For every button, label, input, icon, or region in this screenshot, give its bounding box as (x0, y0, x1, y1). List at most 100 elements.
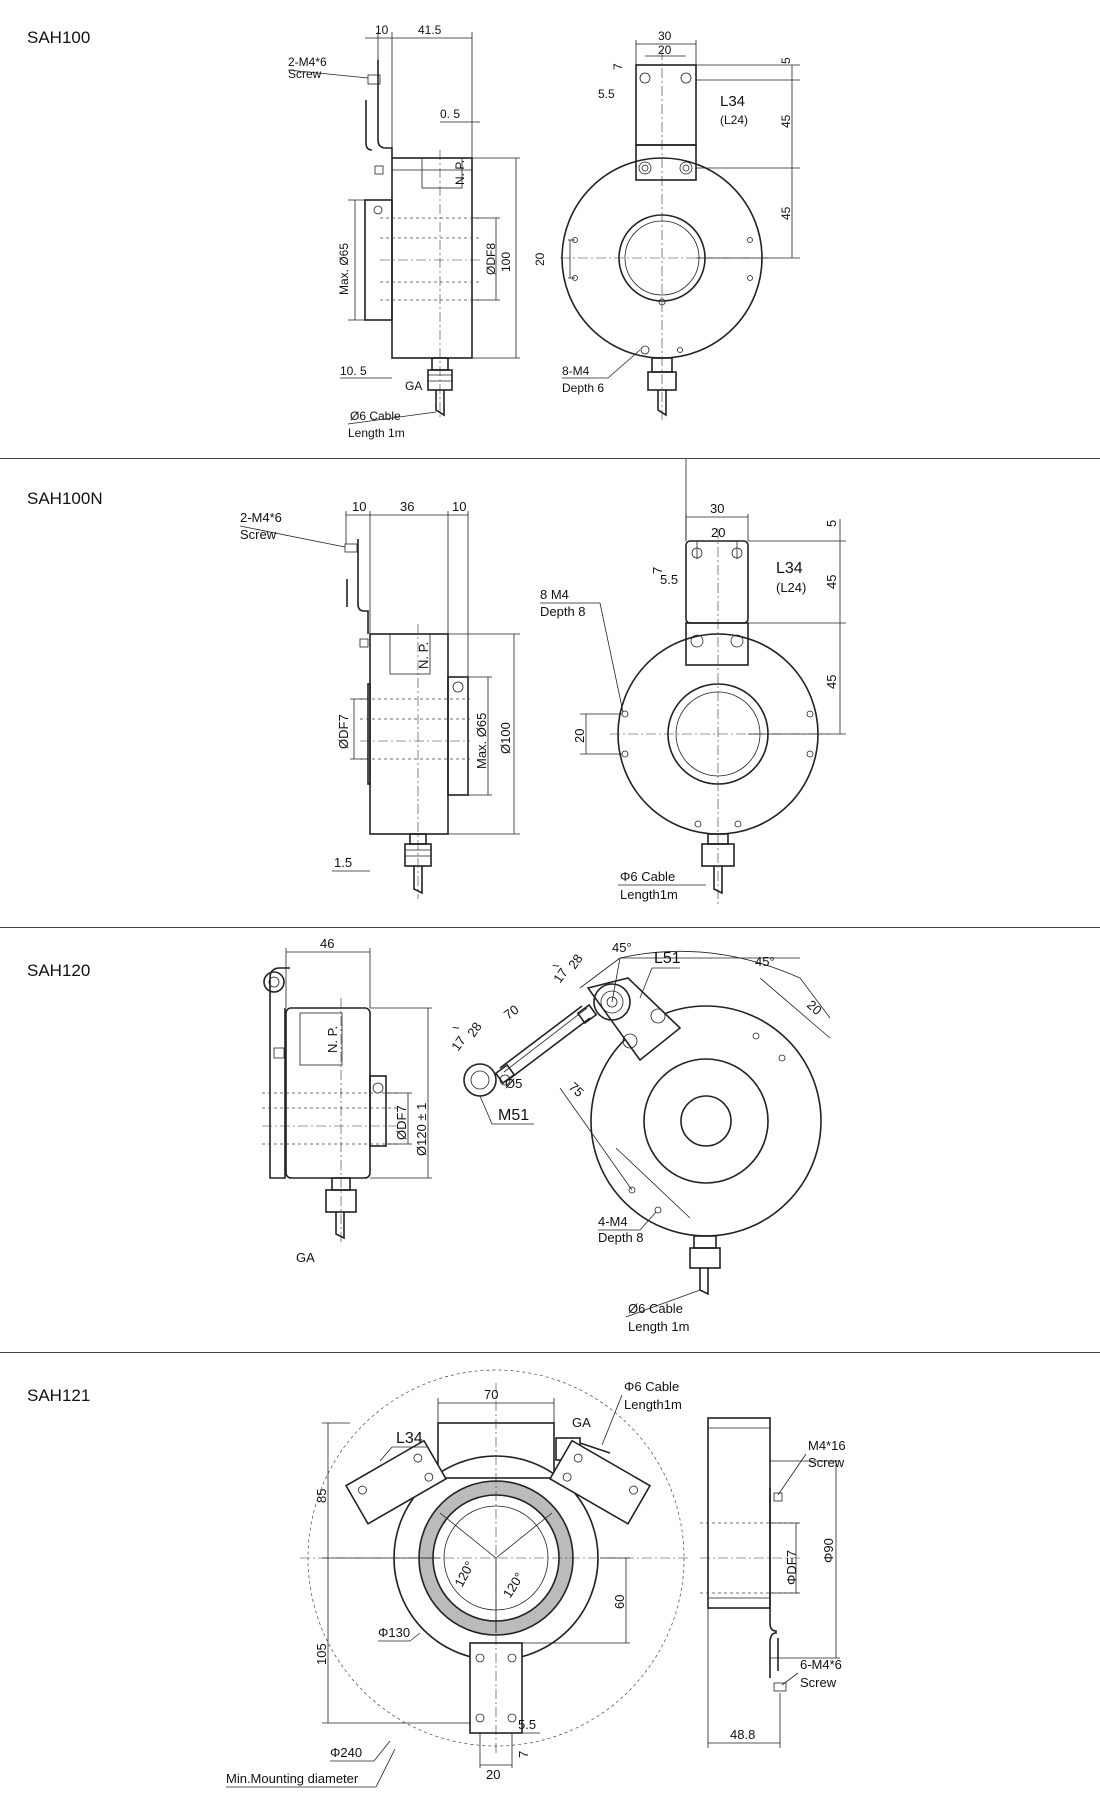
dim-df7: ØDF7 (394, 1105, 409, 1140)
dim-5-5: 5.5 (598, 87, 615, 101)
dim-5-5: 5.5 (660, 572, 678, 587)
sah121-side-view: Φ90 ΦDF7 M4*16 Screw 6-M4*6 Screw 48.8 (700, 1417, 846, 1748)
label-screw-2: Screw (240, 527, 277, 542)
section-sah121: SAH121 (0, 1353, 1100, 1800)
l34-label: L34 (776, 560, 803, 577)
sah100n-side-view: 2-M4*6 Screw 10 36 10 N. P. ØDF7 Max. Ø6… (239, 499, 520, 899)
dim-10-b: 10 (452, 499, 466, 514)
m51-label: M51 (498, 1107, 529, 1124)
tilde-b: ~ (452, 1020, 460, 1035)
dim-0-5: 0. 5 (440, 107, 460, 121)
dim-20: 20 (711, 525, 725, 540)
dim-df7: ΦDF7 (784, 1550, 799, 1585)
dim-5: 5 (824, 520, 839, 527)
depth-label: Depth 8 (598, 1230, 644, 1245)
label-screw-3: 6-M4*6 (800, 1657, 842, 1672)
dim-70: 70 (484, 1387, 498, 1402)
dim-30: 30 (710, 501, 724, 516)
dim-240: Φ240 (330, 1745, 362, 1760)
dim-20-b: 20 (572, 729, 587, 743)
dim-7: 7 (650, 567, 665, 574)
sah120-drawing: 46 N. P. ØDF7 Ø120 ± 1 GA (262, 936, 831, 1334)
sah121-drawing: 120° 120° 70 Φ6 Cable Length1m GA L34 85… (226, 1369, 846, 1788)
cable-label: Ø6 Cable (628, 1301, 683, 1316)
dim-5: Ø5 (505, 1076, 522, 1091)
dim-max-dia: Max. Ø65 (474, 713, 489, 769)
dim-17-a: 17 (550, 965, 571, 985)
section-title: SAH121 (27, 1386, 91, 1405)
dim-7: 7 (516, 1751, 531, 1758)
dim-45-a: 45 (824, 575, 839, 589)
section-sah100n: SAH100N 2-M4*6 Screw (0, 459, 1100, 927)
ga-label: GA (296, 1250, 315, 1265)
cable-label: Φ6 Cable (624, 1379, 679, 1394)
m4-label: 8 M4 (540, 587, 569, 602)
dim-10: 10 (375, 23, 389, 37)
dim-130: Φ130 (378, 1625, 410, 1640)
section-title: SAH100N (27, 489, 103, 508)
angle-45-b: 45° (755, 954, 775, 969)
dim-100: 100 (499, 252, 513, 272)
dim-100: Ø100 (498, 722, 513, 754)
dim-60: 60 (612, 1595, 627, 1609)
l24-label: (L24) (720, 113, 748, 127)
dim-20: 20 (658, 43, 672, 57)
dim-70: 70 (501, 1002, 522, 1023)
dim-46: 46 (320, 936, 334, 951)
depth-label: Depth 8 (540, 604, 586, 619)
angle-45-a: 45° (612, 940, 632, 955)
length-label: Length 1m (348, 426, 405, 440)
dim-75: 75 (566, 1079, 587, 1100)
dim-28-a: 28 (565, 951, 586, 971)
min-mount-label: Min.Mounting diameter (226, 1771, 359, 1786)
label-screw-2: Screw (808, 1455, 845, 1470)
dim-45-b: 45 (779, 206, 793, 220)
dim-20: 20 (486, 1767, 500, 1782)
dim-48-8: 48.8 (730, 1727, 755, 1742)
ga-label: GA (572, 1415, 591, 1430)
section-divider (0, 1352, 1100, 1353)
np-label: N. P. (325, 1026, 340, 1053)
dim-28-b: 28 (464, 1019, 485, 1039)
label-screw-4: Screw (800, 1675, 837, 1690)
dim-df7: ØDF7 (336, 714, 351, 749)
sah120-front-view: 45° 45° L51 17 28 ~ 70 17 28 ~ Ø5 M51 75… (448, 940, 831, 1334)
section-title: SAH100 (27, 28, 91, 47)
dim-41-5: 41.5 (418, 23, 442, 37)
dim-10-a: 10 (352, 499, 366, 514)
length-label: Length 1m (628, 1319, 689, 1334)
label-screw: 2-M4*6 (288, 55, 327, 69)
np-label: N. P. (416, 642, 431, 669)
l34-label: L34 (720, 93, 745, 110)
label-screw-2: Screw (288, 67, 322, 81)
dim-45-a: 45 (779, 114, 793, 128)
length-label: Length1m (620, 887, 678, 902)
sah100-side-view: 10 41.5 2-M4*6 Screw 0. 5 N. P. Max. Ø65… (287, 23, 520, 440)
sah120-side-view: 46 N. P. ØDF7 Ø120 ± 1 GA (262, 936, 432, 1265)
dim-20-b: 20 (533, 252, 547, 266)
m4-label: 4-M4 (598, 1214, 628, 1229)
sah100-front-view: 30 20 7 5.5 5 L34 (L24) 45 45 20 8-M4 De… (533, 29, 800, 420)
dim-105: 105 (314, 1643, 329, 1665)
m4-label: 8-M4 (562, 364, 590, 378)
dim-20: 20 (804, 997, 825, 1018)
l34-label: L34 (396, 1430, 423, 1447)
dim-90: Φ90 (821, 1538, 836, 1563)
sah121-front-view: 120° 120° 70 Φ6 Cable Length1m GA L34 85… (226, 1369, 690, 1788)
dim-max-dia: Max. Ø65 (337, 243, 351, 295)
label-screw: 2-M4*6 (240, 510, 282, 525)
l51-label: L51 (654, 950, 681, 967)
angle-120-a: 120° (451, 1559, 477, 1590)
depth-label: Depth 6 (562, 381, 604, 395)
dim-85: 85 (314, 1489, 329, 1503)
section-sah100: SAH100 (0, 0, 1100, 458)
cable-label: Φ6 Cable (620, 869, 675, 884)
section-divider (0, 927, 1100, 928)
tilde-a: ~ (552, 958, 560, 973)
dim-17-b: 17 (448, 1033, 469, 1053)
dim-df8: ØDF8 (484, 243, 498, 275)
sah100n-drawing: 2-M4*6 Screw 10 36 10 N. P. ØDF7 Max. Ø6… (239, 459, 846, 904)
dim-45-b: 45 (824, 675, 839, 689)
dim-120: Ø120 ± 1 (414, 1103, 429, 1156)
dim-30: 30 (658, 29, 672, 43)
